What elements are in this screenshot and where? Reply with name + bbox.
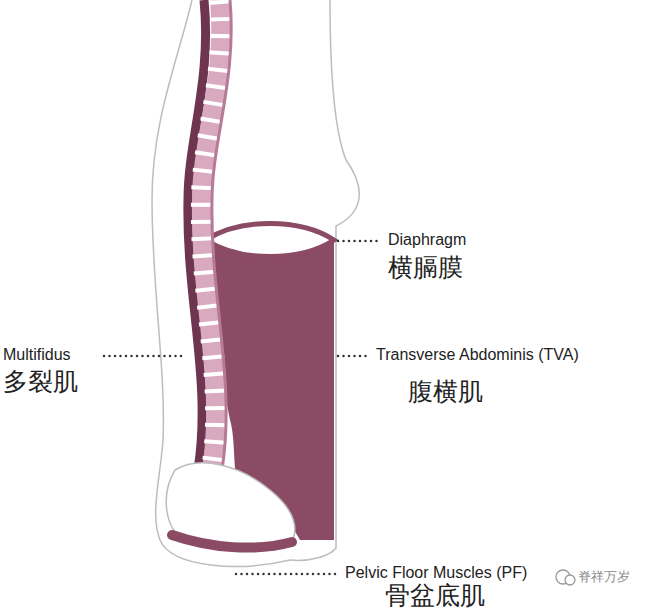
leader-line — [104, 355, 186, 358]
part-label: 骨盆底肌 — [385, 582, 485, 611]
leader-line — [338, 355, 370, 358]
diaphragm-muscle — [206, 224, 334, 257]
leader-dots — [104, 241, 380, 574]
part-label: Multifidus — [3, 346, 71, 364]
part-label: 腹横肌 — [408, 378, 483, 407]
part-label: 横膈膜 — [388, 254, 463, 283]
leader-line — [236, 573, 338, 576]
leader-line — [338, 240, 380, 243]
watermark-icon — [565, 575, 575, 585]
pelvis-bone — [166, 463, 295, 548]
part-label: Diaphragm — [388, 231, 466, 249]
spine-front-edge — [212, 0, 231, 470]
watermark: 脊祥万岁 — [578, 570, 630, 585]
part-label: Pelvic Floor Muscles (PF) — [345, 564, 527, 582]
part-label: 多裂肌 — [3, 368, 78, 397]
pelvic-floor-muscle — [172, 535, 292, 548]
part-label: Transverse Abdominis (TVA) — [376, 346, 579, 364]
